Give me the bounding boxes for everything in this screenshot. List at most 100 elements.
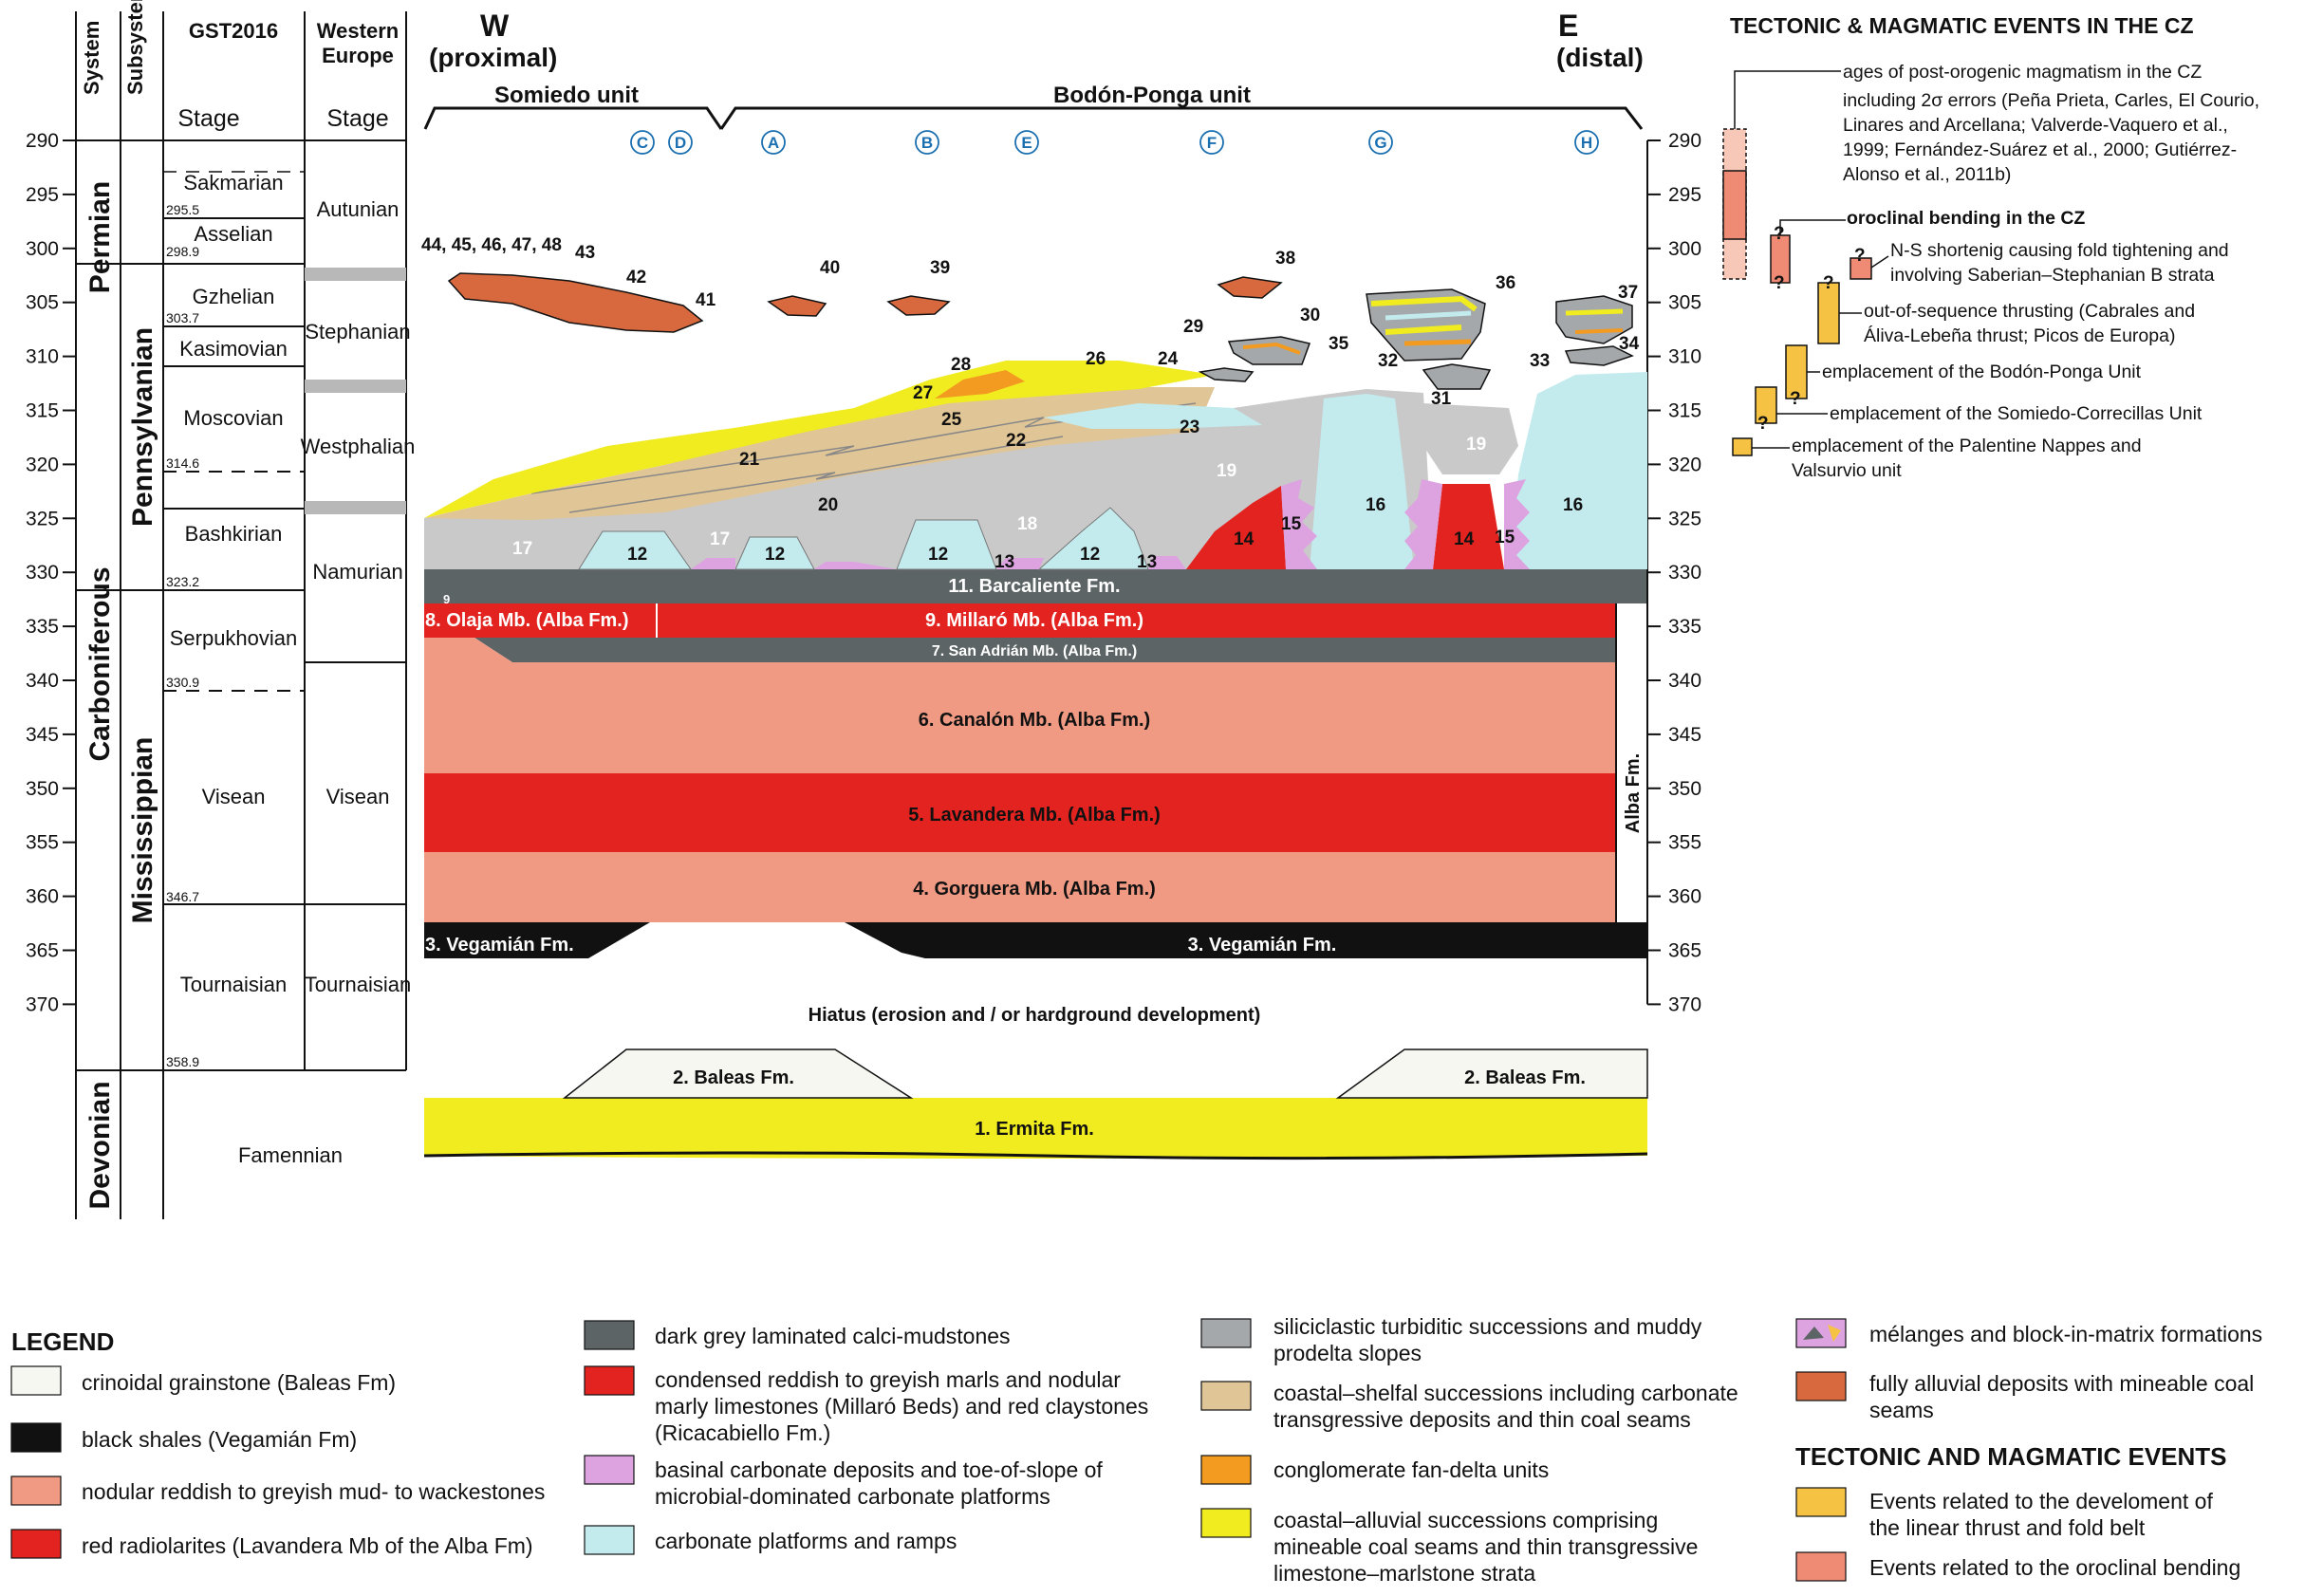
legend: LEGEND crinoidal grainstone (Baleas Fm) … — [10, 1314, 2262, 1586]
svg-text:mineable coal seams and thin t: mineable coal seams and thin transgressi… — [1273, 1534, 1698, 1559]
svg-text:LEGEND: LEGEND — [11, 1327, 114, 1356]
stage-sakmarian: Sakmarian — [183, 171, 283, 195]
system-devonian: Devonian — [84, 1081, 116, 1209]
svg-text:37: 37 — [1618, 283, 1638, 303]
svg-text:298.9: 298.9 — [166, 244, 199, 259]
event-labels: ages of post-orogenic magmatism in the C… — [1792, 62, 2259, 481]
header-we-stage: Stage — [326, 105, 388, 132]
svg-text:2. Baleas Fm.: 2. Baleas Fm. — [1464, 1067, 1586, 1088]
layer-coastal-alluvial — [424, 361, 1215, 518]
right-axis-tick-label: 345 — [1668, 724, 1701, 746]
left-axis-tick-label: 310 — [26, 346, 59, 368]
svg-text:13: 13 — [1137, 552, 1157, 572]
section-letter: D — [675, 134, 686, 152]
svg-text:siliciclastic turbiditic succe: siliciclastic turbiditic successions and… — [1273, 1314, 1702, 1339]
section-letter-circle — [1368, 130, 1393, 155]
left-axis-tick-label: 305 — [26, 292, 59, 314]
right-axis-tick-label: 315 — [1668, 400, 1701, 422]
right-age-axis: 2902953003053103153203253303353403453503… — [1646, 130, 1701, 1015]
left-axis-tick-label: 350 — [26, 778, 59, 800]
svg-text:Valsurvio unit: Valsurvio unit — [1792, 460, 1902, 481]
stage-moscovian: Moscovian — [183, 406, 283, 430]
svg-text:22: 22 — [1006, 431, 1026, 451]
section-letter: A — [768, 134, 779, 152]
svg-text:the linear thrust and fold bel: the linear thrust and fold belt — [1869, 1515, 2146, 1540]
svg-text:Namurian: Namurian — [312, 560, 402, 584]
svg-text:20: 20 — [818, 495, 838, 515]
svg-text:35: 35 — [1329, 334, 1349, 354]
svg-text:black shales (Vegamián Fm): black shales (Vegamián Fm) — [82, 1427, 357, 1452]
svg-text:314.6: 314.6 — [166, 455, 199, 471]
right-axis-tick-label: 325 — [1668, 508, 1701, 529]
header-subsystem: Subsystem — [123, 0, 147, 95]
west-sublabel: (proximal) — [429, 43, 557, 72]
gst-stage-labels: Sakmarian Asselian Gzhelian Kasimovian M… — [170, 171, 343, 1167]
right-axis-tick-label: 360 — [1668, 886, 1701, 908]
svg-text:Linares and Arcellana; Valverd: Linares and Arcellana; Valverde-Vaquero … — [1843, 115, 2228, 136]
we-boundary-bands — [305, 268, 406, 514]
section-layers — [423, 272, 1648, 1160]
svg-text:295.5: 295.5 — [166, 202, 199, 217]
left-age-axis: 2902953003053103153203253303353403453503… — [26, 130, 77, 1015]
svg-text:marly limestones (Millaró Beds: marly limestones (Millaró Beds) and red … — [655, 1394, 1148, 1419]
somiedo-unit-label: Somiedo unit — [494, 83, 639, 108]
left-axis-tick-label: 300 — [26, 238, 59, 260]
stage-tournaisian: Tournaisian — [180, 973, 288, 996]
stage-famennian: Famennian — [238, 1143, 343, 1167]
event-question-marks: ? ? ? ? ? ? — [1757, 224, 1866, 434]
section-letter: B — [921, 134, 933, 152]
events-title: TECTONIC & MAGMATIC EVENTS IN THE CZ — [1730, 13, 2194, 38]
stage-visean: Visean — [202, 785, 266, 808]
svg-text:?: ? — [1774, 224, 1785, 244]
svg-text:4. Gorguera Mb. (Alba Fm.): 4. Gorguera Mb. (Alba Fm.) — [913, 879, 1156, 900]
alluvial-40 — [767, 295, 827, 317]
right-axis-tick-label: 340 — [1668, 670, 1701, 692]
svg-text:12: 12 — [627, 545, 647, 565]
svg-text:15: 15 — [1281, 514, 1302, 534]
stage-kasimovian: Kasimovian — [179, 337, 288, 361]
svg-text:9: 9 — [443, 592, 450, 606]
svg-text:16: 16 — [1366, 495, 1385, 515]
svg-text:27: 27 — [913, 383, 933, 403]
svg-text:43: 43 — [575, 243, 595, 263]
svg-text:Events related to the develome: Events related to the develoment of — [1869, 1489, 2213, 1513]
svg-text:17: 17 — [512, 539, 532, 559]
svg-text:9. Millaró Mb. (Alba Fm.): 9. Millaró Mb. (Alba Fm.) — [925, 610, 1143, 631]
svg-text:?: ? — [1757, 414, 1769, 434]
svg-text:14: 14 — [1454, 529, 1475, 549]
svg-text:42: 42 — [626, 268, 646, 288]
svg-text:12: 12 — [928, 545, 948, 565]
left-axis-tick-label: 370 — [26, 993, 59, 1015]
subsystem-mississippian: Mississippian — [127, 737, 158, 924]
layer-vegamian — [424, 922, 1647, 958]
left-axis-tick-label: 360 — [26, 886, 59, 908]
svg-text:1999; Fernández-Suárez et al.,: 1999; Fernández-Suárez et al., 2000; Gut… — [1843, 139, 2237, 160]
svg-text:29: 29 — [1183, 317, 1203, 337]
svg-text:N-S shortenig causing fold tig: N-S shortenig causing fold tightening an… — [1890, 240, 2229, 261]
svg-text:23: 23 — [1180, 418, 1199, 437]
layer-canalon — [424, 662, 1616, 773]
svg-text:12: 12 — [765, 545, 785, 565]
section-letter-circle — [668, 130, 693, 155]
svg-text:5. Lavandera Mb. (Alba Fm.): 5. Lavandera Mb. (Alba Fm.) — [908, 805, 1161, 826]
chronostratigraphic-table — [75, 11, 407, 1219]
svg-text:(Ricacabiello Fm.): (Ricacabiello Fm.) — [655, 1420, 830, 1445]
svg-text:1. Ermita Fm.: 1. Ermita Fm. — [975, 1119, 1094, 1140]
right-axis-tick-label: 365 — [1668, 940, 1701, 962]
svg-text:8. Olaja Mb. (Alba Fm.): 8. Olaja Mb. (Alba Fm.) — [425, 610, 628, 631]
left-axis-tick-label: 335 — [26, 616, 59, 638]
platform-16-east — [1509, 372, 1647, 569]
layer-ermita — [424, 1098, 1647, 1159]
svg-text:7. San Adrián Mb. (Alba Fm.): 7. San Adrián Mb. (Alba Fm.) — [932, 643, 1137, 659]
svg-text:41: 41 — [696, 290, 716, 310]
section-letter-circle — [761, 130, 786, 155]
layer-barcaliente — [424, 569, 1647, 603]
section-letter: E — [1021, 134, 1032, 152]
svg-text:25: 25 — [941, 410, 962, 430]
section-letter-circle — [1574, 130, 1599, 155]
layer-platform-23 — [1044, 403, 1262, 429]
svg-text:Hiatus (erosion and / or hardg: Hiatus (erosion and / or hardground deve… — [809, 1005, 1261, 1026]
layer-gorguera — [424, 852, 1616, 922]
